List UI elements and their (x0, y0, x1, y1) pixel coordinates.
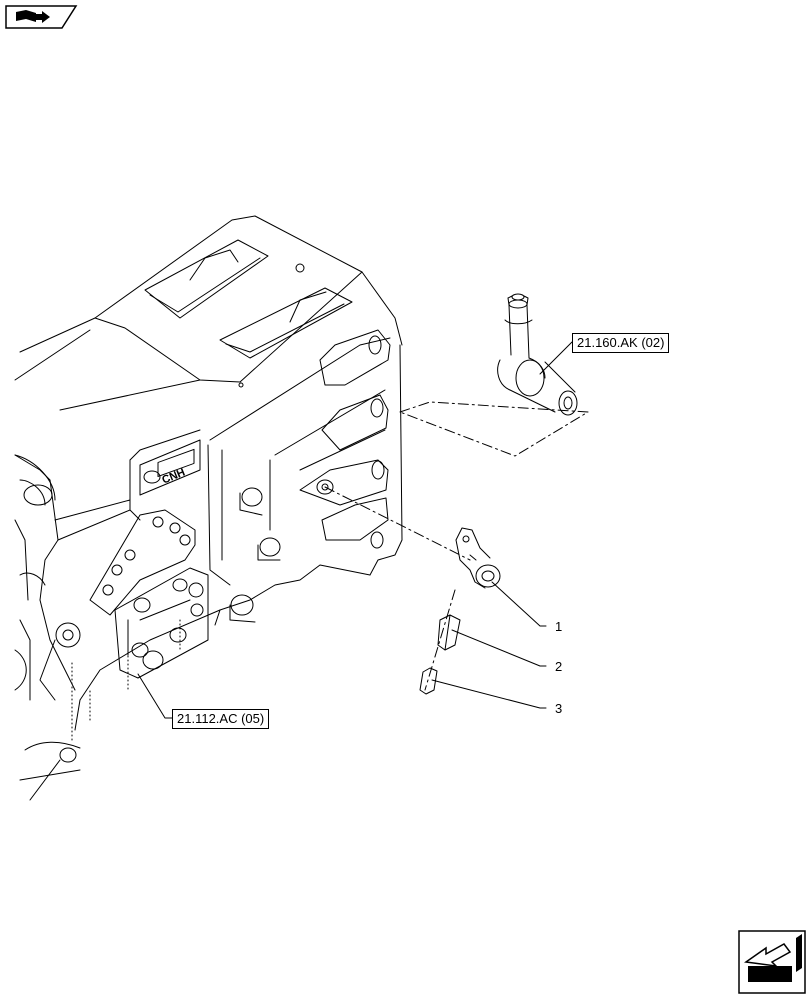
pipe-fitting (497, 293, 578, 416)
pin-part-3 (419, 667, 438, 695)
book-arrow-icon (5, 5, 78, 29)
assembly-centerlines (324, 401, 589, 691)
housing-hidden-lines (71, 619, 181, 741)
callout-1: 1 (555, 619, 563, 634)
leader-lines (137, 341, 579, 719)
logo-plate (157, 448, 195, 478)
reference-label-transmission-housing[interactable]: 21.112.AC (05) (172, 709, 270, 729)
transmission-housing (14, 215, 403, 801)
callout-2: 2 (555, 659, 563, 674)
lever-part-1 (455, 527, 501, 589)
reference-label-hydraulic-pipe[interactable]: 21.160.AK (02) (572, 333, 670, 353)
callout-3: 3 (555, 701, 563, 716)
pin-part-2 (437, 614, 461, 651)
next-page-arrow-icon[interactable] (738, 930, 806, 994)
housing-logo-text: CNH (160, 466, 187, 486)
